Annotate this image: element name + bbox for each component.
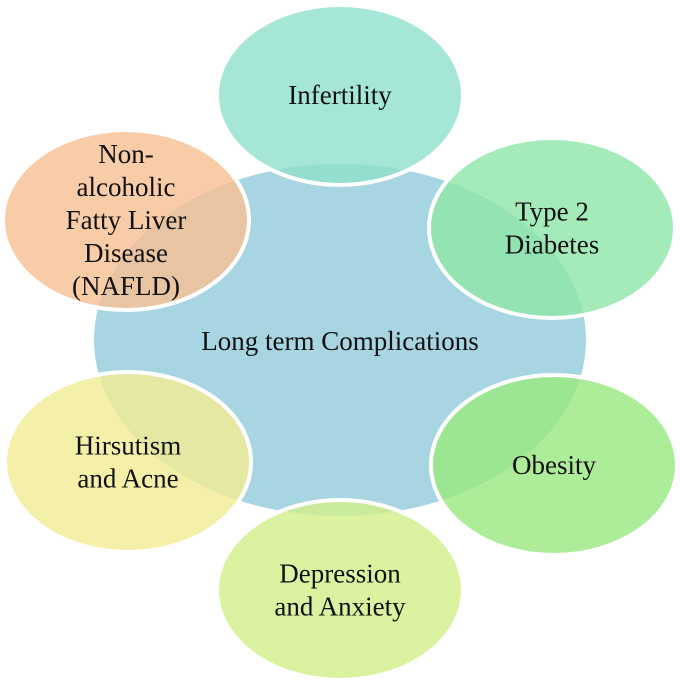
node-ellipse bbox=[429, 373, 679, 557]
node-label: Depression bbox=[279, 559, 401, 589]
node-label: alcoholic bbox=[77, 172, 176, 202]
node-label: Fatty Liver bbox=[66, 205, 187, 235]
node-ellipse bbox=[427, 136, 677, 320]
node-label: and Anxiety bbox=[274, 592, 406, 622]
node-label: Infertility bbox=[288, 80, 392, 110]
node-infertility: Infertility bbox=[215, 3, 465, 187]
node-label: and Acne bbox=[77, 464, 178, 494]
node-label: Type 2 bbox=[515, 197, 589, 227]
node-label: Obesity bbox=[512, 450, 596, 480]
node-label: Non- bbox=[98, 139, 154, 169]
node-ellipse bbox=[215, 498, 465, 682]
node-ellipse bbox=[1, 128, 251, 312]
center-label: Long term Complications bbox=[201, 326, 478, 356]
node-obesity: Obesity bbox=[429, 373, 679, 557]
node-label: Disease bbox=[84, 238, 168, 268]
node-ellipse bbox=[215, 3, 465, 187]
node-ellipse bbox=[3, 370, 253, 554]
node-label: (NAFLD) bbox=[72, 271, 180, 301]
node-label: Hirsutism bbox=[75, 431, 182, 461]
node-label: Diabetes bbox=[505, 230, 599, 260]
